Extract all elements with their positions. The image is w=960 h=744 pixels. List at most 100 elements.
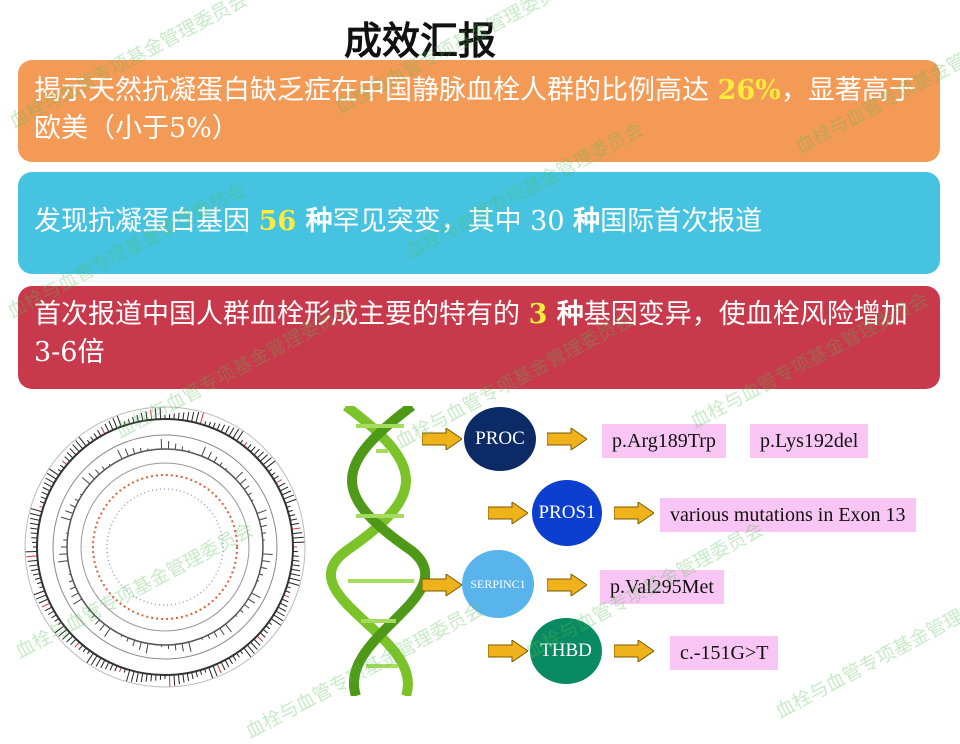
- circos-tick: [254, 449, 260, 455]
- circos-tick: [271, 619, 281, 626]
- circos-bar: [58, 561, 68, 562]
- finding-1-highlight: 26%: [718, 75, 781, 106]
- circos-tick: [30, 508, 42, 511]
- circos-tick: [29, 565, 38, 566]
- gene-label: THBD: [540, 640, 592, 662]
- gene-label: SERPINC1: [470, 577, 525, 592]
- circos-tick: [278, 607, 286, 611]
- circos-tick: [30, 518, 40, 520]
- arrow-right-icon: [488, 502, 528, 524]
- arrow-right-icon: [422, 574, 462, 596]
- circos-tick: [71, 639, 77, 645]
- circos-bar: [82, 478, 90, 484]
- circos-bar: [263, 554, 273, 555]
- finding-2-text-mid: 罕见突变，其中 30: [333, 206, 574, 237]
- circos-bar: [95, 620, 99, 624]
- circos-tick: [213, 666, 217, 676]
- circos-tick: [257, 452, 263, 458]
- circos-bar: [70, 505, 75, 507]
- mutation-label: various mutations in Exon 13: [660, 498, 916, 532]
- circos-bar: [133, 448, 135, 454]
- circos-tick: [266, 461, 275, 468]
- circos-tick: [131, 671, 134, 682]
- circos-tick: [263, 458, 271, 465]
- circos-tick: [73, 444, 80, 451]
- circos-tick: [109, 421, 113, 430]
- mutation-label: p.Lys192del: [750, 424, 868, 458]
- circos-tick: [251, 447, 256, 452]
- circos-tick: [117, 415, 121, 426]
- circos-tick: [151, 410, 152, 420]
- circos-bar: [61, 517, 71, 520]
- circos-bar: [59, 554, 67, 555]
- circos-bar: [175, 644, 176, 650]
- finding-box-2: 发现抗凝蛋白基因 56 种罕见突变，其中 30 种国际首次报道: [18, 172, 940, 274]
- circos-tick: [98, 430, 102, 436]
- circos-bar: [125, 449, 128, 456]
- arrow-right-icon: [547, 428, 587, 450]
- circos-tick: [66, 636, 72, 642]
- circos-tick: [30, 523, 39, 525]
- finding-box-3: 首次报道中国人群血栓形成主要的特有的 3 种基因变异，使血栓风险增加3-6倍: [18, 286, 940, 389]
- circos-tick: [187, 673, 188, 681]
- circos-tick: [289, 578, 300, 581]
- circos-tick: [237, 431, 244, 441]
- gene-circle-serpinc1: SERPINC1: [462, 550, 534, 618]
- circos-tick: [31, 569, 39, 570]
- circos-tick: [76, 441, 83, 449]
- circos-tick: [155, 408, 156, 419]
- circos-tick: [146, 674, 147, 682]
- circos-tick: [290, 519, 297, 520]
- circos-tick: [291, 523, 299, 524]
- circos-tick: [110, 664, 113, 670]
- circos-tick: [178, 674, 179, 684]
- circos-tick: [136, 672, 138, 682]
- circos-bar: [71, 593, 78, 597]
- circos-tick: [36, 595, 46, 599]
- circos-tick: [55, 626, 64, 633]
- circos-tick: [276, 480, 282, 484]
- finding-2-highlight-56: 56: [259, 206, 297, 237]
- circos-bar: [100, 624, 105, 630]
- circos-tick: [192, 672, 193, 679]
- circos-tick: [151, 674, 152, 681]
- arrow-right-icon: [422, 428, 462, 450]
- finding-1-text: 揭示天然抗凝蛋白缺乏症在中国静脉血栓人群的比例高达: [34, 75, 718, 106]
- circos-tick: [282, 491, 291, 495]
- circos-bar: [252, 593, 261, 598]
- circos-tick: [292, 528, 301, 529]
- circos-tick: [292, 560, 299, 561]
- circos-tick: [126, 670, 129, 682]
- finding-3-text: 首次报道中国人群血栓形成主要的特有的: [34, 299, 529, 330]
- finding-2-text-end: 国际首次报道: [600, 206, 762, 237]
- gene-circle-pros1: PROS1: [532, 480, 602, 546]
- circos-tick: [31, 533, 38, 534]
- circos-tick: [65, 457, 70, 462]
- circos-bar: [146, 644, 148, 654]
- circos-bar: [257, 510, 266, 513]
- circos-tick: [278, 483, 285, 487]
- circos-bar: [70, 587, 75, 589]
- circos-tick: [229, 427, 234, 436]
- circos-bar: [225, 624, 231, 632]
- circos-tick: [105, 662, 109, 669]
- circos-tick: [251, 642, 258, 649]
- circos-tick: [200, 412, 203, 424]
- circos-tick: [257, 636, 263, 642]
- page-title: 成效汇报: [0, 10, 840, 65]
- circos-tick: [291, 569, 300, 571]
- circos-tick: [187, 412, 189, 421]
- circos-tick: [247, 645, 254, 653]
- circos-tick: [49, 469, 59, 476]
- circos-tick: [293, 537, 304, 538]
- circos-tick: [47, 473, 56, 479]
- circos-bar: [235, 472, 242, 479]
- circos-tick: [274, 615, 283, 621]
- circos-tick: [28, 560, 38, 561]
- circos-bar: [189, 642, 191, 652]
- circos-bar: [105, 628, 111, 636]
- circos-bar: [244, 486, 249, 490]
- circos-tick: [282, 599, 288, 602]
- circos-tick: [75, 642, 80, 647]
- circos-tick: [44, 483, 52, 487]
